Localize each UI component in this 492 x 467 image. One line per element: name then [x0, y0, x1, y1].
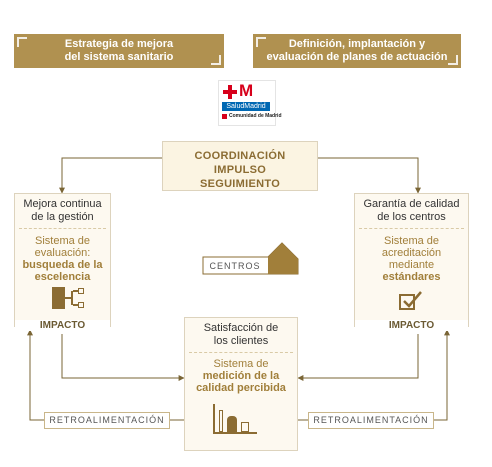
right-sub-line3: mediante: [388, 259, 435, 271]
arrow-left-impact-to-bottom: [61, 334, 185, 381]
left-header-line2: de la gestión: [31, 211, 94, 223]
right-sub-bold1: estándares: [382, 271, 441, 283]
left-sub-bold2: escelencia: [34, 271, 91, 283]
logo-brand: SaludMadrid: [222, 102, 270, 111]
follow-up-label: SEGUIMIENTO: [199, 178, 281, 190]
banner-definition-line2: evaluación de planes de actuación: [266, 51, 448, 63]
bottom-header-line2: los clientes: [213, 335, 269, 347]
right-feedback-label: RETROALIMENTACIÓN: [308, 412, 434, 429]
coordination-box: COORDINACIÓN IMPULSO SEGUIMIENTO: [162, 141, 318, 191]
banner-strategy: Estrategia de mejora del sistema sanitar…: [14, 34, 224, 68]
bar-chart-icon: [213, 404, 257, 434]
left-impact-label: IMPACTO: [15, 320, 110, 331]
centros-house: CENTROS: [202, 241, 299, 275]
left-header-line1: Mejora continua: [23, 198, 102, 210]
bottom-header-line1: Satisfacción de: [203, 322, 279, 334]
banner-strategy-line2: del sistema sanitario: [64, 51, 174, 63]
right-header-line2: de los centros: [377, 211, 446, 223]
continuous-improvement-box: Mejora continua de la gestión Sistema de…: [14, 193, 111, 331]
flag-icon: [222, 114, 227, 119]
logo-org: Comunidad de Madrid: [229, 113, 282, 119]
salud-madrid-logo: M SaludMadrid Comunidad de Madrid: [218, 80, 282, 126]
arrow-right-feedback: [298, 329, 450, 421]
flowchart-icon: [52, 287, 88, 309]
left-sub-line1: Sistema de: [34, 235, 91, 247]
arrow-coord-to-left: [59, 157, 162, 194]
left-sub-line2: evaluación:: [34, 247, 91, 259]
impulse-label: IMPULSO: [213, 164, 267, 176]
left-sub-bold1: busqueda de la: [22, 259, 103, 271]
customer-satisfaction-box: Satisfacción de los clientes Sistema de …: [184, 317, 298, 451]
right-header-line1: Garantía de calidad: [363, 198, 460, 210]
arrow-right-impact-to-bottom: [297, 334, 419, 381]
checkbox-check-icon: [399, 291, 422, 312]
centros-label: CENTROS: [209, 261, 261, 271]
banner-definition: Definición, implantación y evaluación de…: [253, 34, 461, 68]
right-sub-line2: acreditación: [381, 247, 442, 259]
quality-guarantee-box: Garantía de calidad de los centros Siste…: [354, 193, 469, 331]
right-impact-label: IMPACTO: [355, 320, 468, 331]
banner-strategy-line1: Estrategia de mejora: [64, 38, 174, 50]
bottom-sub-bold1: medición de la: [202, 370, 280, 382]
red-cross-icon: [223, 85, 237, 99]
coordination-label: COORDINACIÓN: [194, 150, 286, 162]
arrow-left-feedback: [27, 329, 184, 421]
bottom-sub-line1: Sistema de: [213, 358, 269, 370]
left-feedback-label: RETROALIMENTACIÓN: [44, 412, 170, 429]
m-letter-icon: M: [239, 81, 254, 100]
banner-definition-line1: Definición, implantación y: [288, 38, 426, 50]
house-icon: [202, 242, 299, 275]
arrow-coord-to-right: [318, 157, 421, 194]
right-sub-line1: Sistema de: [383, 235, 440, 247]
bottom-sub-bold2: calidad percibida: [196, 382, 286, 394]
